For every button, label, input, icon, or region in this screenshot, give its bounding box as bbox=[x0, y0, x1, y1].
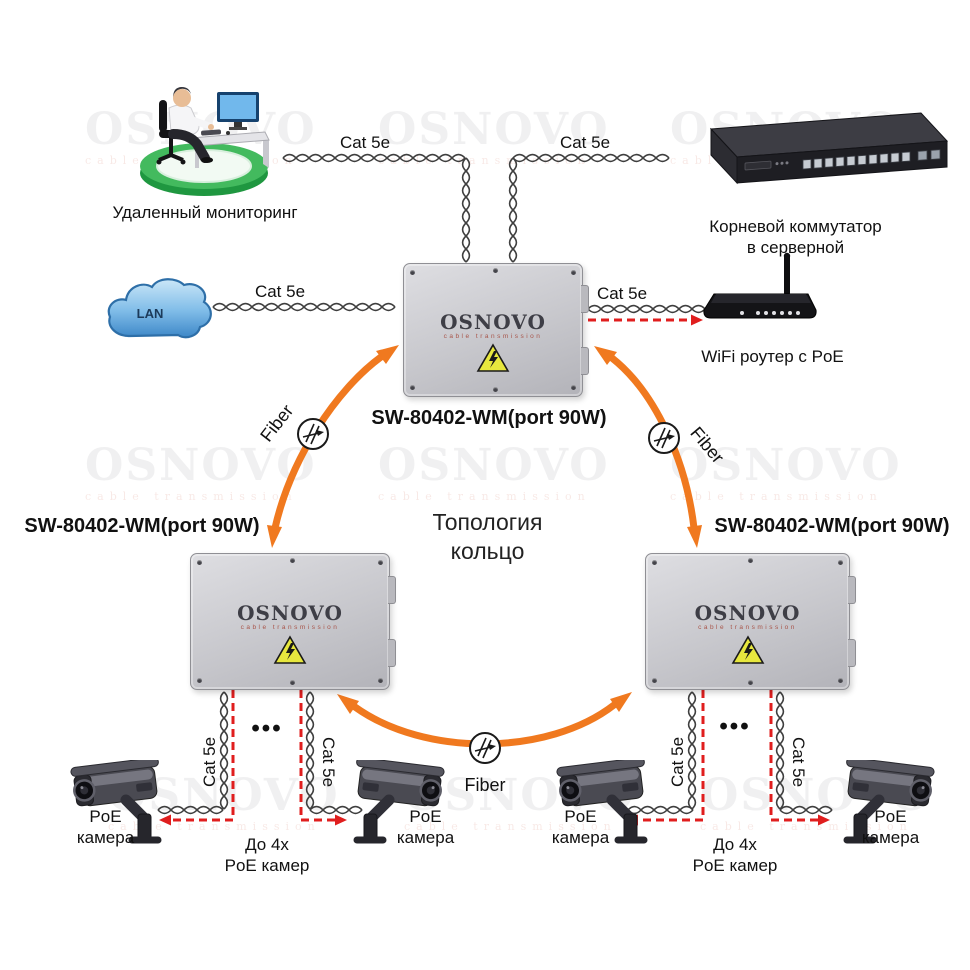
fiber-connector-icon-right bbox=[648, 422, 680, 454]
model-label-top: SW-80402-WM(port 90W) bbox=[371, 407, 607, 429]
lan-label: LAN bbox=[136, 306, 164, 321]
fiber-connector-icon-bottom bbox=[469, 732, 501, 764]
high-voltage-icon bbox=[731, 635, 764, 664]
cat5e-label-run4: Cat 5e bbox=[789, 736, 808, 788]
poe-switch-right: OSNOVO cable transmission bbox=[645, 553, 856, 690]
poe-camera-4 bbox=[835, 757, 935, 844]
group-note-left: До 4х PoE камер bbox=[224, 835, 310, 876]
poe-line-cam4 bbox=[769, 690, 830, 826]
poe-camera-1 bbox=[70, 757, 170, 844]
poe-line-cam1 bbox=[159, 690, 235, 826]
ellipsis-left: ••• bbox=[251, 715, 283, 742]
fiber-ring-arrowheads bbox=[267, 345, 702, 714]
poe-line-cam2 bbox=[299, 690, 347, 826]
cat5e-label-run2: Cat 5e bbox=[319, 736, 338, 788]
fiber-connector-icon-left bbox=[297, 418, 329, 450]
mount-tab bbox=[388, 639, 396, 668]
remote-monitoring-label: Удаленный мониторинг bbox=[112, 203, 298, 222]
osnovo-logo: OSNOVO cable transmission bbox=[440, 309, 546, 340]
poe-power-lines bbox=[159, 314, 830, 826]
mount-tab bbox=[848, 639, 856, 668]
twisted-pair-cables bbox=[157, 153, 833, 815]
mount-tab bbox=[581, 346, 589, 375]
fiber-label-bottom: Fiber bbox=[464, 775, 506, 795]
high-voltage-icon bbox=[273, 635, 307, 664]
high-voltage-icon bbox=[476, 343, 510, 372]
ring-arc-left bbox=[271, 353, 385, 532]
cat5e-label-top-left: Cat 5e bbox=[339, 133, 391, 152]
poe-switch-left: OSNOVO cable transmission bbox=[190, 553, 396, 690]
group-note-right: До 4х PoE камер bbox=[692, 835, 778, 876]
lan-cloud bbox=[100, 272, 220, 352]
mount-tab bbox=[388, 575, 396, 604]
cat5e-label-top-right: Cat 5e bbox=[559, 133, 611, 152]
osnovo-logo: OSNOVO cable transmission bbox=[694, 600, 801, 631]
poe-switch-top: OSNOVO cable transmission bbox=[403, 263, 589, 397]
model-label-right: SW-80402-WM(port 90W) bbox=[714, 515, 950, 537]
cat5e-label-run1: Cat 5e bbox=[200, 736, 219, 788]
root-switch-image bbox=[685, 105, 955, 210]
cat5e-label-lan: Cat 5e bbox=[254, 282, 306, 301]
cat5e-label-run3: Cat 5e bbox=[668, 736, 687, 788]
root-switch-label: Корневой коммутатор в серверной bbox=[709, 217, 882, 258]
wifi-router-label: WiFi роутер с PoE bbox=[701, 347, 844, 366]
ellipsis-right: ••• bbox=[719, 713, 751, 740]
mount-tab bbox=[581, 285, 589, 314]
topology-label: Топология кольцо bbox=[432, 509, 543, 564]
remote-monitoring-illustration bbox=[125, 72, 275, 217]
poe-camera-2 bbox=[345, 757, 445, 844]
cat5e-label-router: Cat 5e bbox=[596, 284, 648, 303]
poe-line-cam3 bbox=[626, 690, 705, 826]
mount-tab bbox=[848, 575, 856, 604]
model-label-left: SW-80402-WM(port 90W) bbox=[24, 515, 260, 537]
osnovo-logo: OSNOVO cable transmission bbox=[237, 600, 343, 631]
wifi-router-image bbox=[698, 252, 828, 344]
